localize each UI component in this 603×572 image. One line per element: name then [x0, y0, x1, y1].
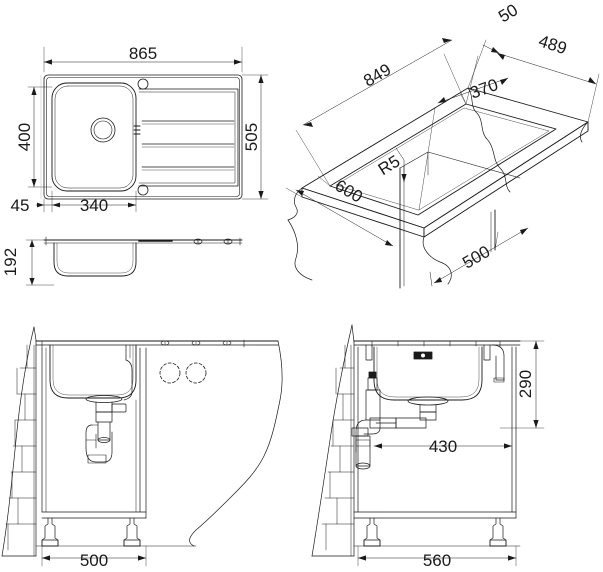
iso-cutout-opening-inner [335, 107, 550, 211]
dim-label-400: 400 [15, 123, 34, 151]
dim-label-192: 192 [1, 248, 20, 276]
dim-label-sec-front-430: 430 [429, 437, 457, 456]
tap-hole-lower-icon [137, 184, 149, 196]
iso-worktop-right-edge [423, 121, 589, 238]
sec-front-plumbing [351, 371, 449, 470]
dim-label-340: 340 [80, 196, 108, 215]
elev-bowl-profile [53, 242, 137, 277]
iso-break-line-left [287, 187, 303, 221]
dim-label-45: 45 [11, 196, 30, 215]
iso-break-line-right [580, 121, 589, 143]
iso-break-line-back2 [485, 137, 511, 193]
sec-left-plumbing [85, 344, 133, 464]
elev-drainer-marks [138, 238, 233, 245]
sec-front-overflow-icon [413, 351, 433, 360]
dim-sec-left-500: 500 [41, 545, 147, 570]
dim-label-865: 865 [129, 44, 157, 63]
dim-400: 400 [15, 86, 53, 188]
dim-sec-front-560: 560 [357, 545, 517, 570]
dim-192: 192 [1, 239, 55, 286]
dim-865: 865 [43, 44, 243, 73]
cabinet-section-front-view: 290 430 560 [311, 324, 545, 570]
overflow-slot [133, 125, 141, 135]
sink-bowl-outline [51, 82, 137, 192]
drainer-flutes [141, 120, 235, 171]
sec-left-drainer-marks [160, 339, 245, 348]
iso-cabinet-inner-edge [399, 151, 429, 169]
cabinet-section-side-view: 500 [1, 326, 283, 570]
sec-front-mount-clips [365, 344, 505, 383]
tap-hole-upper-icon [137, 78, 149, 90]
sec-left-bowl [49, 344, 137, 399]
iso-break-line-center [422, 236, 452, 285]
hidden-hole-1-icon [159, 362, 181, 384]
iso-break-line-left-lower [287, 219, 313, 281]
iso-cutout-opening [329, 103, 557, 216]
dim-label-sec-front-560: 560 [423, 551, 451, 570]
drainer-board-outline [138, 88, 239, 187]
masonry-wall-left [1, 326, 37, 557]
dim-label-505: 505 [242, 123, 261, 151]
dim-45-340: 45 340 [11, 190, 137, 215]
iso-break-line-back [467, 87, 487, 139]
masonry-wall-right [311, 324, 355, 557]
side-elevation-view: 192 [1, 236, 243, 286]
drainer-board-inner [138, 91, 236, 184]
dim-sec-front-430: 430 [373, 437, 513, 456]
sink-bowl-inner [54, 85, 134, 189]
elev-bowl-profile-inner [56, 242, 134, 274]
dim-label-sec-front-290: 290 [516, 370, 535, 398]
sec-front-bowl [373, 346, 483, 401]
waste-outlet-inner-icon [93, 120, 113, 140]
dim-sec-front-290: 290 [499, 340, 545, 429]
sink-outer-rim [43, 74, 243, 200]
dim-iso-370: 370 [418, 75, 509, 211]
sink-inner-rim [46, 77, 240, 197]
iso-cabinet-inner-back [427, 151, 521, 179]
dim-505: 505 [241, 74, 269, 200]
sec-left-break-line [189, 340, 283, 547]
waste-outlet-outer-icon [90, 117, 116, 143]
dim-label-sec-left-500: 500 [80, 551, 108, 570]
hidden-hole-2-icon [185, 362, 207, 384]
top-plan-view: 865 400 505 [11, 44, 269, 215]
